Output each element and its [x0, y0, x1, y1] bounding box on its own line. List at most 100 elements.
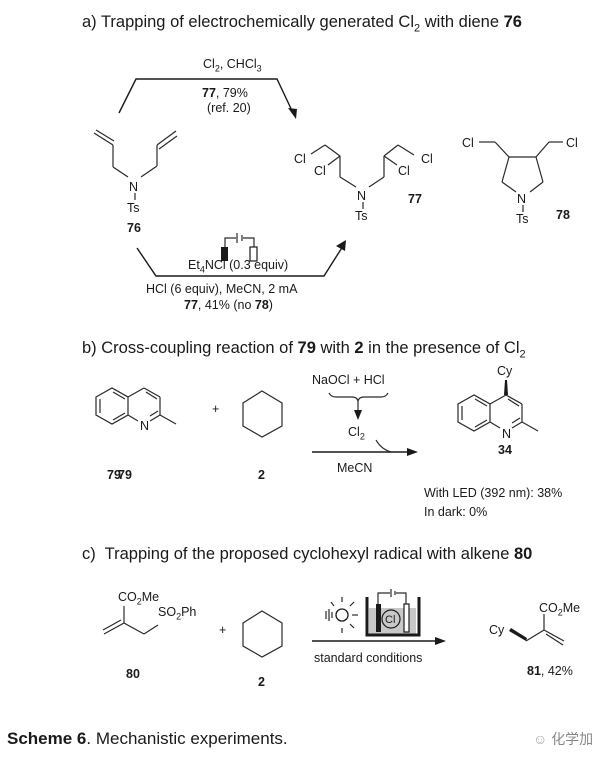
atom-cl: Cl — [314, 164, 326, 178]
caption-text: . Mechanistic experiments. — [86, 729, 288, 748]
compound-ref: 77 — [202, 86, 216, 100]
compound-77-structure — [310, 144, 415, 209]
atom-n: N — [517, 192, 526, 206]
caption-label: Scheme 6 — [7, 729, 87, 748]
bottom-reagent-2: HCl (6 equiv), MeCN, 2 mA — [146, 282, 298, 296]
plus-sign: + — [219, 623, 227, 637]
panel-c-letter: c) — [82, 545, 96, 563]
top-reaction-arrow — [118, 78, 295, 116]
subscript: 2 — [214, 63, 220, 74]
arrowhead — [435, 637, 446, 645]
top-reagents: Cl2, CHCl3 — [203, 57, 262, 74]
compound-ref: 2 — [354, 339, 364, 357]
panel-b-heading: b) Cross-coupling reaction of 79 with 2 … — [82, 339, 526, 360]
compound-label-81: 81 — [527, 664, 541, 678]
panel-a-heading: a) Trapping of electrochemically generat… — [82, 13, 522, 34]
solvent-label: MeCN — [337, 461, 373, 475]
wechat-icon: ☺ — [533, 731, 548, 747]
compound-ref: 79 — [297, 339, 316, 357]
arrowhead — [407, 448, 418, 456]
watermark: ☺ 化学加 — [533, 729, 593, 749]
subscript: 3 — [256, 63, 262, 74]
compound-label-78: 78 — [556, 208, 570, 222]
compound-34-structure — [457, 380, 539, 432]
subscript: 2 — [176, 611, 182, 622]
compound-ref: 78 — [254, 298, 269, 312]
reagent-chcl: , CHCl — [219, 57, 257, 71]
reagent-cl: Cl — [348, 425, 360, 439]
reagent-source: NaOCl + HCl — [312, 373, 385, 387]
atom-cl: Cl — [566, 136, 578, 150]
compound-label-77: 77 — [408, 192, 422, 206]
compound-ref: 77 — [184, 298, 198, 312]
compound-76-structure — [93, 129, 178, 200]
sulfone-so: SO — [158, 605, 177, 619]
watermark-text: 化学加 — [551, 731, 594, 747]
compound-label-79: 79 — [118, 468, 132, 482]
atom-n: N — [357, 189, 366, 203]
heading-text: with — [315, 339, 355, 357]
scheme-caption: Scheme 6. Mechanistic experiments. — [7, 729, 288, 749]
yield: , 41% (no — [197, 298, 255, 312]
reagent-rest: NCl (0.3 equiv) — [204, 258, 289, 272]
bottom-result: 77, 41% (no 78) — [184, 298, 273, 312]
atom-n: N — [140, 419, 149, 433]
ester-label: CO2Me — [539, 601, 580, 618]
heading-text: Trapping of the proposed cyclohexyl radi… — [104, 545, 514, 563]
compound-label-2: 2 — [258, 675, 265, 689]
compound-label-34: 34 — [498, 443, 512, 457]
tosyl-label: Ts — [127, 201, 140, 215]
bottom-arrowhead — [336, 240, 346, 251]
panel-c-heading: c) Trapping of the proposed cyclohexyl r… — [82, 545, 532, 564]
compound-80-structure — [102, 606, 159, 635]
paren: ) — [268, 298, 273, 312]
compound-ref: 76 — [503, 13, 522, 31]
panel-a-heading-suffix: with diene — [420, 13, 504, 31]
electrochemical-cell-icon — [221, 233, 258, 262]
panel-a-letter: a) — [82, 13, 97, 31]
ester-label: CO2Me — [118, 590, 159, 607]
compound-ref: 80 — [514, 545, 533, 563]
compound-78-structure — [479, 141, 563, 212]
atom-cl: Cl — [398, 164, 410, 178]
ester-me: Me — [562, 601, 581, 615]
ester-me: Me — [141, 590, 160, 604]
subscript: 2 — [414, 22, 421, 35]
result-in-dark: In dark: 0% — [424, 505, 488, 519]
compound-81-structure — [509, 614, 565, 646]
compound-label-80: 80 — [126, 667, 140, 681]
reagent-et: Et — [188, 258, 200, 272]
top-arrowhead — [288, 108, 297, 119]
atom-n: N — [129, 180, 138, 194]
conditions-label: standard conditions — [314, 651, 423, 665]
panel-b-letter: b) — [82, 339, 97, 357]
reagent-cl: Cl — [203, 57, 215, 71]
panel-a-heading-text: Trapping of electrochemically generated … — [100, 13, 415, 31]
sulfone-ph: Ph — [181, 605, 197, 619]
reference-note: (ref. 20) — [207, 101, 251, 115]
atom-cl: Cl — [421, 152, 433, 166]
subscript: 2 — [557, 607, 563, 618]
top-result: 77, 79% — [202, 86, 248, 100]
cyclohexane-2-structure — [242, 390, 283, 438]
cyclohexyl-substituent: Cy — [489, 623, 505, 637]
subscript: 2 — [359, 431, 365, 442]
reagent-delivery-bracket — [328, 392, 392, 453]
heading-text: in the presence of Cl — [363, 339, 520, 357]
bottom-reagent-1: Et4NCl (0.3 equiv) — [188, 258, 288, 275]
ester-co: CO — [118, 590, 137, 604]
cyclohexane-2-structure — [242, 610, 283, 658]
tosyl-label: Ts — [355, 209, 368, 223]
compound-label-76: 76 — [127, 221, 141, 235]
tosyl-label: Ts — [516, 212, 529, 226]
chlorine-radical-label: Cl — [385, 614, 395, 626]
compound-81-result: 81, 42% — [527, 664, 573, 678]
compound-label-2: 2 — [258, 468, 265, 482]
plus-sign: + — [212, 402, 220, 416]
sulfone-label: SO2Ph — [158, 605, 196, 622]
atom-n: N — [502, 427, 512, 441]
atom-cl: Cl — [462, 136, 474, 150]
atom-cl: Cl — [294, 152, 306, 166]
yield: , 79% — [215, 86, 248, 100]
